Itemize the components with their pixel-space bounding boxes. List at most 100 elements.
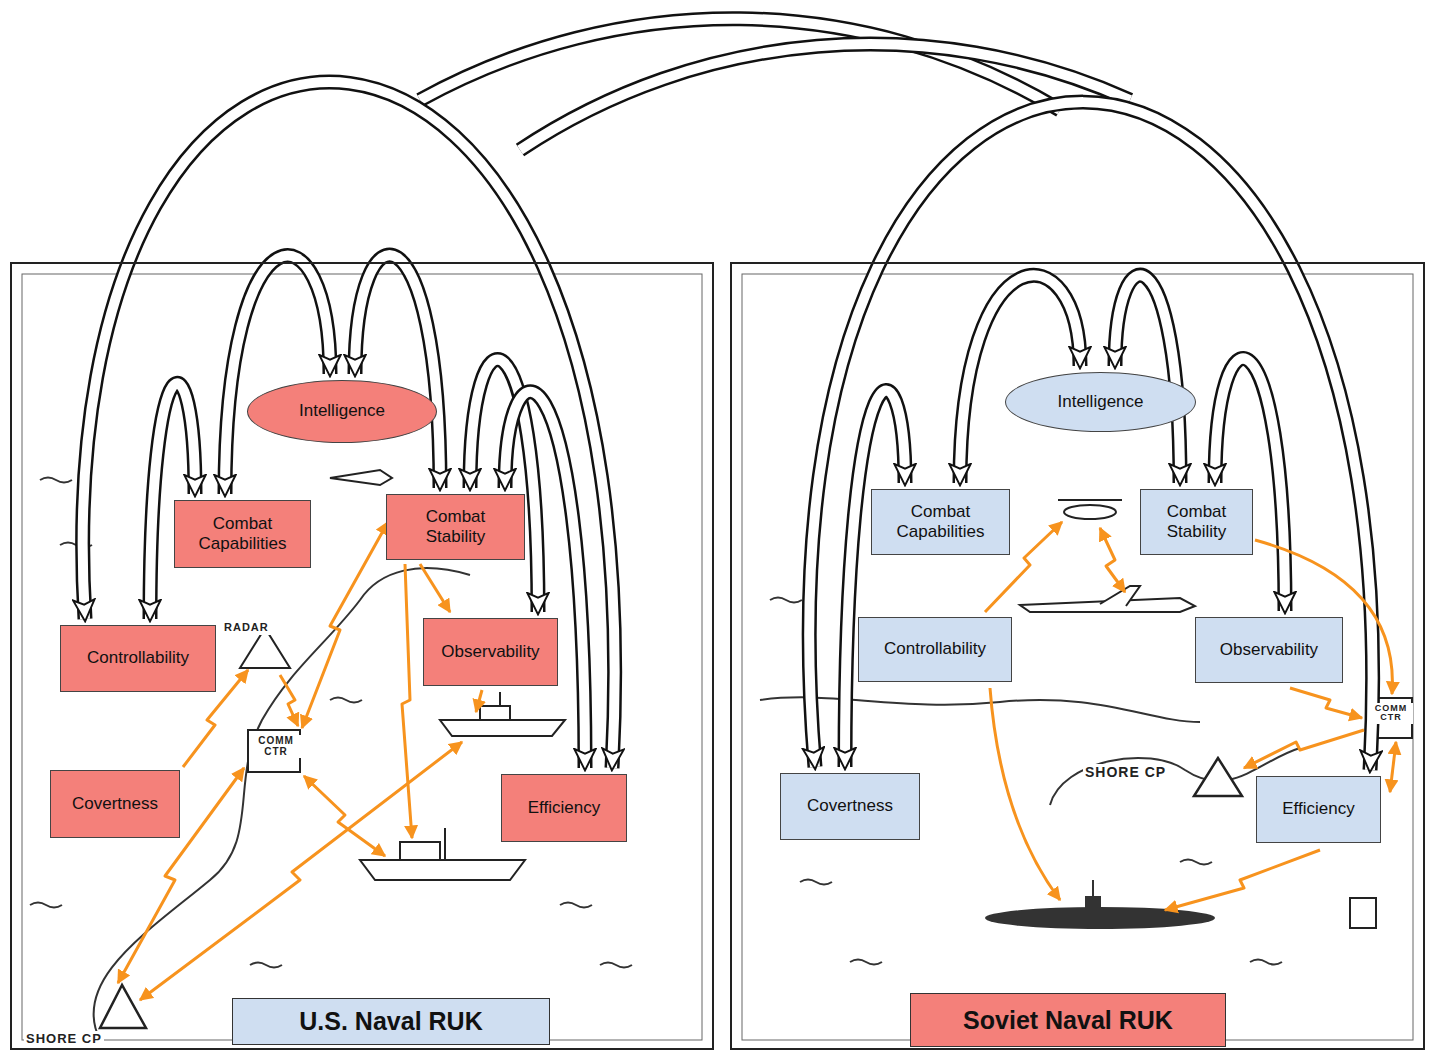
ship-mast: [499, 692, 501, 706]
comm-arrow: [476, 690, 482, 712]
panel-frame: U.S. Naval RUK IntelligenceCombat Capabil…: [10, 262, 714, 1050]
node-label: Covertness: [807, 796, 893, 816]
arch-outline: [505, 392, 585, 768]
comm-center-symbol: [248, 730, 300, 772]
flow-arch: [83, 82, 1373, 770]
node-label: Controllability: [87, 648, 189, 668]
comm-arrow: [420, 564, 450, 612]
node-label: Combat Capabilities: [183, 514, 302, 555]
node-label: Observability: [441, 642, 539, 662]
arch-outline: [225, 256, 330, 494]
node-label: Intelligence: [1057, 392, 1143, 412]
node-label: Combat Capabilities: [880, 502, 1001, 543]
node-label: Efficiency: [1282, 799, 1354, 819]
concept-box: Combat Capabilities: [871, 489, 1010, 555]
panel-frame: Soviet Naval RUK IntelligenceCombat Capab…: [730, 262, 1425, 1050]
concept-box: Observability: [1195, 617, 1343, 683]
wave-mark: [1250, 960, 1282, 965]
arch-fill: [505, 392, 585, 768]
shore-cp-symbol: [100, 985, 146, 1028]
illustration-label: SHORE CP: [24, 1031, 104, 1047]
wave-mark: [800, 880, 832, 885]
comm-arrow: [280, 675, 298, 726]
ship-mast: [444, 828, 446, 860]
coastline: [760, 697, 1200, 722]
ship-hull: [360, 860, 525, 880]
comm-arrow: [990, 688, 1060, 900]
comm-arrow: [302, 522, 388, 728]
comm-link: [985, 522, 1396, 910]
concept-box: Controllability: [60, 625, 216, 692]
node-label: Efficiency: [528, 798, 600, 818]
comm-arrow: [1290, 688, 1362, 718]
arch-outline: [355, 255, 440, 488]
illustration-label: RADAR: [222, 621, 271, 635]
arch-fill: [225, 256, 330, 494]
arch-outline: [809, 102, 1372, 770]
concept-box: Efficiency: [501, 774, 627, 842]
submarine-tower: [1085, 896, 1101, 910]
comm-arrow: [140, 742, 462, 1000]
panel-rule: [22, 274, 702, 1040]
comm-arrow: [1390, 742, 1396, 792]
node-label: Observability: [1220, 640, 1318, 660]
aircraft-wing: [1100, 586, 1140, 606]
arch-fill: [845, 390, 905, 767]
node-label: Covertness: [72, 794, 158, 814]
ship-hull: [440, 720, 565, 736]
node-label: Intelligence: [299, 401, 385, 421]
wave-mark: [1180, 860, 1212, 865]
concept-box: Efficiency: [1256, 776, 1381, 843]
illustration-label: SHORE CP: [1083, 764, 1168, 781]
rotor-line: [1058, 499, 1122, 501]
comm-arrow: [1244, 730, 1364, 768]
aircraft-sketch: [330, 470, 392, 485]
flow-arch: [845, 275, 1285, 767]
wave-mark: [30, 903, 62, 908]
wave-mark: [40, 478, 72, 483]
ribbon-outline: [520, 44, 1130, 150]
submarine-hull: [985, 907, 1215, 929]
wave-mark: [770, 598, 802, 603]
helicopter-sketch: [1064, 505, 1116, 519]
concept-box: Combat Stability: [1140, 489, 1253, 555]
node-label: Combat Stability: [1149, 502, 1244, 543]
concept-box: Covertness: [50, 770, 180, 838]
arch-outline: [845, 390, 905, 767]
concept-box: Observability: [423, 618, 558, 686]
concept-box: Controllability: [858, 617, 1012, 682]
ellipse-node: Intelligence: [1005, 372, 1196, 432]
building-sketch: [1350, 898, 1376, 928]
arch-fill: [1215, 359, 1285, 611]
ship-bridge: [480, 706, 510, 720]
ship-bridge: [400, 842, 440, 860]
concept-box: Combat Capabilities: [174, 500, 311, 568]
node-label: Controllability: [884, 639, 986, 659]
wave-mark: [560, 903, 592, 908]
arch-fill: [809, 102, 1372, 770]
concept-box: Covertness: [780, 773, 920, 840]
wave-mark: [600, 963, 632, 968]
arch-outline: [83, 82, 615, 768]
wave-mark: [330, 698, 362, 703]
panel-title: U.S. Naval RUK: [232, 998, 550, 1045]
ellipse-node: Intelligence: [247, 380, 437, 443]
comm-arrow: [304, 776, 385, 856]
arch-outline: [1215, 359, 1285, 611]
periscope-line: [1092, 880, 1094, 896]
panel-title: Soviet Naval RUK: [910, 993, 1226, 1047]
wave-mark: [250, 963, 282, 968]
crossing-ribbon: [420, 19, 1130, 150]
arch-fill: [355, 255, 440, 488]
comm-link: [118, 522, 482, 1000]
wave-mark: [850, 960, 882, 965]
comm-arrow: [1165, 850, 1320, 910]
comm-arrow: [402, 564, 412, 838]
concept-box: Combat Stability: [386, 494, 525, 560]
node-label: Combat Stability: [395, 507, 516, 548]
illustration-label: COMM CTR: [251, 735, 301, 758]
ribbon-fill: [520, 44, 1130, 150]
arch-fill: [83, 82, 615, 768]
shore-cp-symbol: [1194, 758, 1242, 796]
comm-arrow: [1100, 528, 1125, 592]
